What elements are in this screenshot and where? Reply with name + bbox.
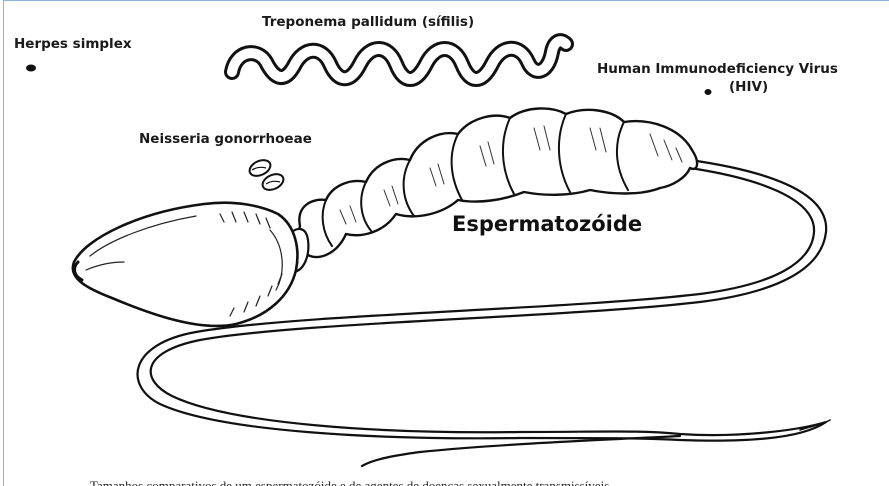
treponema-spiral xyxy=(232,41,566,79)
neisseria-diplococcus xyxy=(247,157,286,193)
sperm-tail-end xyxy=(362,436,680,466)
sperm-label: Espermatozóide xyxy=(452,212,642,236)
hiv-label: Human Immunodeficiency Virus (HIV) xyxy=(597,60,838,96)
spermatozoon xyxy=(73,108,830,466)
neisseria-label: Neisseria gonorrhoeae xyxy=(139,131,312,147)
herpes-virus-dot xyxy=(26,65,36,72)
treponema-label: Treponema pallidum (sífilis) xyxy=(262,14,474,30)
figure-caption: Tamanhos comparativos de um espermatozói… xyxy=(90,478,609,486)
herpes-label: Herpes simplex xyxy=(14,36,132,52)
sperm-head xyxy=(73,203,298,326)
hiv-label-line1: Human Immunodeficiency Virus xyxy=(597,60,838,78)
hiv-label-line2: (HIV) xyxy=(597,78,838,96)
